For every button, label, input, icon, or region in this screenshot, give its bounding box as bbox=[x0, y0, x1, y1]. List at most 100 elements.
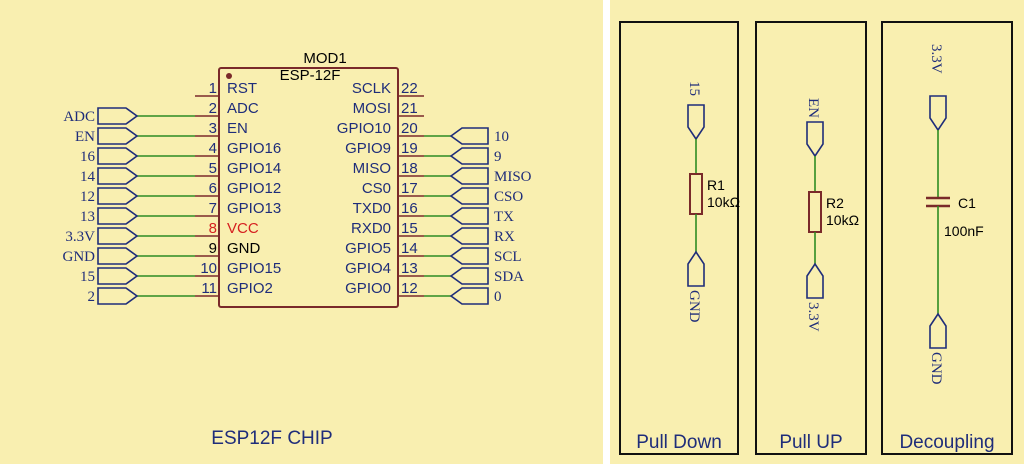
pin-number-7: 7 bbox=[209, 200, 217, 217]
pin-number-1: 1 bbox=[209, 80, 217, 97]
pin-number-5: 5 bbox=[209, 160, 217, 177]
pin-number-11: 11 bbox=[201, 280, 217, 297]
pin-name-gpio4: GPIO4 bbox=[345, 260, 391, 277]
left-panel-background bbox=[0, 0, 603, 464]
pin-name-gnd: GND bbox=[227, 240, 261, 257]
net-label-12: 12 bbox=[80, 189, 95, 205]
net-label-bottom-3-3v: 3.3V bbox=[805, 302, 821, 332]
pin1-marker bbox=[226, 73, 232, 79]
pin-number-2: 2 bbox=[209, 100, 217, 117]
net-flag-13 bbox=[97, 207, 139, 225]
chip-caption: ESP12F CHIP bbox=[211, 428, 332, 449]
net-flag-gnd bbox=[97, 247, 139, 265]
pin-name-rxd0: RXD0 bbox=[351, 220, 391, 237]
pin-name-mosi: MOSI bbox=[353, 100, 391, 117]
panel-frame bbox=[619, 21, 739, 455]
pin-name-rst: RST bbox=[227, 80, 257, 97]
pin-name-gpio16: GPIO16 bbox=[227, 140, 281, 157]
net-flag-2 bbox=[97, 287, 139, 305]
pin-name-gpio10: GPIO10 bbox=[337, 120, 391, 137]
net-flag-tx bbox=[449, 207, 489, 225]
pin-number-10: 10 bbox=[200, 260, 217, 277]
net-label-tx: TX bbox=[494, 209, 514, 225]
pin-name-gpio14: GPIO14 bbox=[227, 160, 281, 177]
pin-number-4: 4 bbox=[209, 140, 217, 157]
net-flag-9 bbox=[449, 147, 489, 165]
component-ref-c1: C1 bbox=[958, 195, 976, 211]
panel-caption: Decoupling bbox=[899, 432, 994, 453]
pin-number-9: 9 bbox=[209, 240, 217, 257]
net-flag-miso bbox=[449, 167, 489, 185]
net-flag-bottom-gnd bbox=[929, 312, 947, 349]
pin-number-20: 20 bbox=[401, 120, 418, 137]
net-label-en: EN bbox=[75, 129, 95, 145]
pin-number-3: 3 bbox=[209, 120, 217, 137]
pin-name-sclk: SCLK bbox=[352, 80, 391, 97]
pin-name-miso: MISO bbox=[353, 160, 391, 177]
net-flag-rx bbox=[449, 227, 489, 245]
net-label-bottom-gnd: GND bbox=[928, 352, 944, 385]
pin-number-6: 6 bbox=[209, 180, 217, 197]
chip-ref-label: MOD1 bbox=[303, 50, 346, 67]
component-ref-r1: R1 bbox=[707, 177, 725, 193]
panel-caption: Pull Down bbox=[636, 432, 722, 453]
net-label-3-3v: 3.3V bbox=[65, 229, 95, 245]
net-flag-12 bbox=[97, 187, 139, 205]
net-flag-en bbox=[97, 127, 139, 145]
panel-frame bbox=[755, 21, 867, 455]
net-flag-3-3v bbox=[97, 227, 139, 245]
pin-number-13: 13 bbox=[401, 260, 418, 277]
net-flag-0 bbox=[449, 287, 489, 305]
pin-number-12: 12 bbox=[401, 280, 418, 297]
component-ref-r2: R2 bbox=[826, 195, 844, 211]
net-flag-10 bbox=[449, 127, 489, 145]
net-flag-16 bbox=[97, 147, 139, 165]
net-label-15: 15 bbox=[80, 269, 95, 285]
net-label-gnd: GND bbox=[63, 249, 96, 265]
component-value-r1: 10kΩ bbox=[707, 194, 740, 210]
pin-number-21: 21 bbox=[401, 100, 418, 117]
net-label-10: 10 bbox=[494, 129, 509, 145]
net-label-scl: SCL bbox=[494, 249, 522, 265]
net-label-adc: ADC bbox=[63, 109, 95, 125]
net-label-9: 9 bbox=[494, 149, 502, 165]
panel-frame bbox=[881, 21, 1013, 455]
pin-name-cs0: CS0 bbox=[362, 180, 391, 197]
net-flag-sda bbox=[449, 267, 489, 285]
net-label-16: 16 bbox=[80, 149, 96, 165]
pin-name-gpio0: GPIO0 bbox=[345, 280, 391, 297]
net-flag-15 bbox=[97, 267, 139, 285]
pin-number-17: 17 bbox=[401, 180, 418, 197]
pin-name-gpio13: GPIO13 bbox=[227, 200, 281, 217]
net-flag-14 bbox=[97, 167, 139, 185]
pin-number-16: 16 bbox=[401, 200, 418, 217]
net-label-13: 13 bbox=[80, 209, 95, 225]
net-label-2: 2 bbox=[88, 289, 96, 305]
net-label-14: 14 bbox=[80, 169, 96, 185]
net-label-top-3-3v: 3.3V bbox=[928, 44, 944, 74]
pin-number-8: 8 bbox=[209, 220, 217, 237]
pin-name-gpio9: GPIO9 bbox=[345, 140, 391, 157]
pin-name-en: EN bbox=[227, 120, 248, 137]
net-label-bottom-gnd: GND bbox=[686, 290, 702, 323]
chip-body bbox=[218, 67, 399, 308]
net-flag-cso bbox=[449, 187, 489, 205]
chip-part-label: ESP-12F bbox=[280, 67, 341, 84]
net-label-top-15: 15 bbox=[686, 81, 702, 96]
pin-name-gpio12: GPIO12 bbox=[227, 180, 281, 197]
net-flag-top-en bbox=[806, 121, 824, 158]
net-label-sda: SDA bbox=[494, 269, 524, 285]
net-label-cso: CSO bbox=[494, 189, 523, 205]
pin-name-vcc: VCC bbox=[227, 220, 259, 237]
pin-number-22: 22 bbox=[401, 80, 418, 97]
net-flag-adc bbox=[97, 107, 139, 125]
pin-number-14: 14 bbox=[401, 240, 418, 257]
pin-number-15: 15 bbox=[401, 220, 418, 237]
pin-name-adc: ADC bbox=[227, 100, 259, 117]
pin-number-18: 18 bbox=[401, 160, 418, 177]
net-flag-bottom-3-3v bbox=[806, 262, 824, 299]
